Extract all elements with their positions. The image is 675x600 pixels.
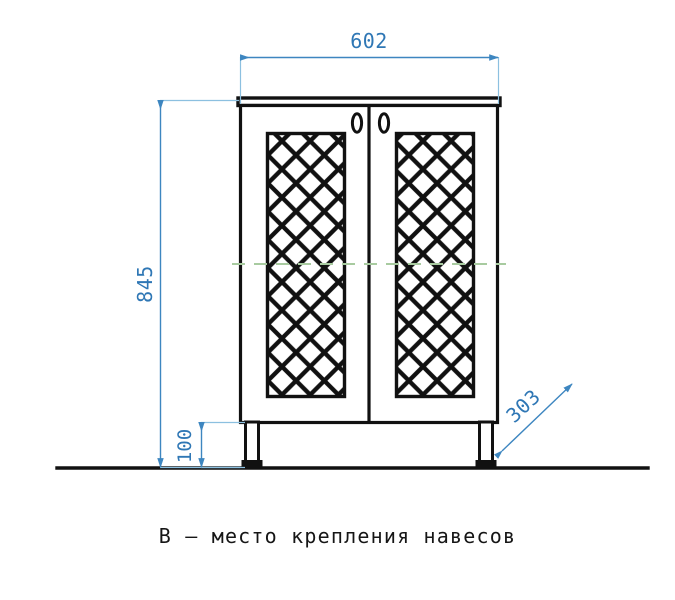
dimension-label-100: 100: [174, 429, 196, 463]
left-leg: [241, 420, 263, 469]
leader-line: [494, 383, 573, 459]
dimension-label-303: 303: [501, 384, 545, 427]
left-door-handle: [350, 112, 364, 134]
dimension-width-602: 602: [239, 29, 500, 104]
dimension-label-602: 602: [350, 29, 388, 53]
right-leg: [475, 420, 497, 469]
dimension-depth-303: 303: [494, 383, 573, 459]
dimension-label-845: 845: [133, 265, 157, 303]
right-door-handle: [377, 112, 391, 134]
dimension-leg-height-100: 100: [174, 421, 245, 469]
dimension-height-845: 845: [133, 99, 240, 469]
drawing-caption: В – место крепления навесов: [158, 524, 517, 548]
